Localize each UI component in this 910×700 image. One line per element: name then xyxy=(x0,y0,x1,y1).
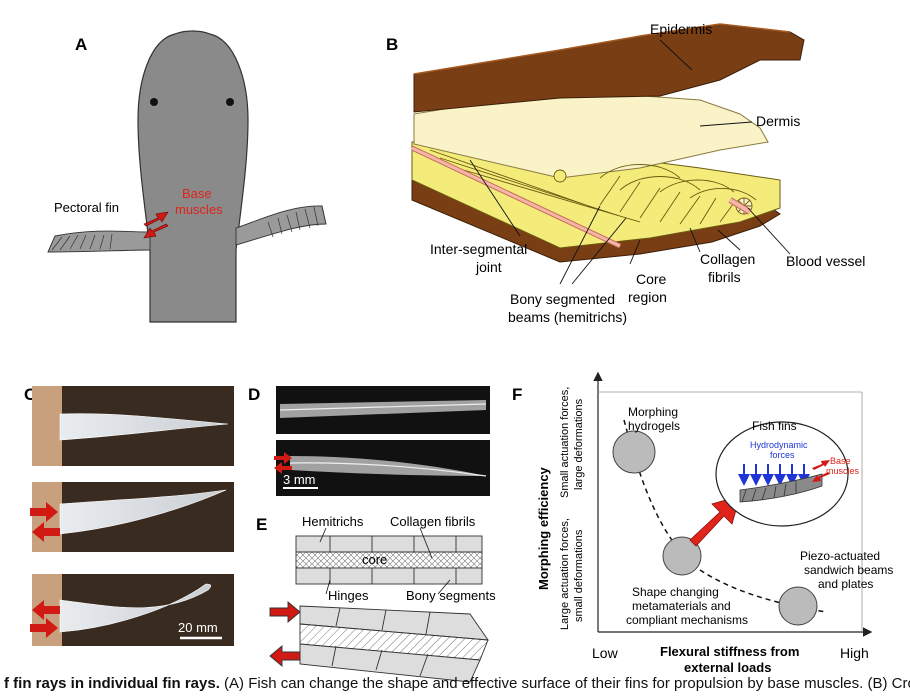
c3-arrow-right xyxy=(30,618,58,638)
meta-label-1: Shape changing xyxy=(632,585,719,599)
dermis-label: Dermis xyxy=(756,113,800,129)
panel-a: A Pectoral fin Base muscles xyxy=(47,30,327,323)
d-arrow-right xyxy=(274,452,292,464)
beams-label-2: beams (hemitrichs) xyxy=(508,309,627,325)
right-pectoral-fin xyxy=(235,205,327,246)
figure-caption: f fin rays in individual fin rays. (A) F… xyxy=(4,675,910,692)
c2-arrow-left xyxy=(32,522,60,542)
inset-fin xyxy=(739,473,823,503)
panel-e-letter: E xyxy=(256,515,267,534)
y-bot-label-1: Large actuation forces, xyxy=(559,518,571,630)
collagen-label-2: fibrils xyxy=(708,269,741,285)
bony-segments-label: Bony segments xyxy=(406,588,496,603)
hydrogels-label-2: hydrogels xyxy=(628,419,680,433)
photo-c-1 xyxy=(32,386,234,466)
caption-text: (A) Fish can change the shape and effect… xyxy=(219,675,910,692)
collagen-fibrils-label: Collagen fibrils xyxy=(390,514,476,529)
panel-f-letter: F xyxy=(512,385,522,404)
piezo-label-1: Piezo-actuated xyxy=(800,549,880,563)
xray-d-1 xyxy=(276,386,490,434)
scale-label-c: 20 mm xyxy=(178,620,218,635)
panel-a-letter: A xyxy=(75,35,87,54)
fish-body xyxy=(137,30,249,323)
left-eye-icon xyxy=(150,98,158,106)
meta-label-3: compliant mechanisms xyxy=(626,613,748,627)
c3-arrow-left xyxy=(32,600,60,620)
y-axis-title: Morphing efficiency xyxy=(536,466,551,590)
d-arrow-left xyxy=(274,462,292,474)
hydro-label-2: forces xyxy=(770,450,795,460)
x-axis-title-2: external loads xyxy=(684,660,771,675)
panel-f: F Morphing efficiency Small actuation fo… xyxy=(512,371,893,675)
y-bot-label-2: small deformations xyxy=(573,529,585,622)
epidermis-label: Epidermis xyxy=(650,21,712,37)
panel-d-letter: D xyxy=(248,385,260,404)
y-top-label-2: large deformations xyxy=(573,398,585,490)
y-top-label-1: Small actuation forces, xyxy=(559,387,571,498)
photo-c-3: 20 mm xyxy=(30,574,234,646)
inset-arrow-2 xyxy=(812,472,830,482)
pectoral-fin-label: Pectoral fin xyxy=(54,200,119,215)
hydrogels-marker xyxy=(612,430,656,474)
hydro-force-arrows xyxy=(738,464,810,486)
fish-fins-label: Fish fins xyxy=(752,419,797,433)
hydro-label-1: Hydrodynamic xyxy=(750,440,808,450)
xray-d-2: 3 mm xyxy=(274,440,490,496)
caption-bold: f fin rays in individual fin rays. xyxy=(4,675,220,692)
x-high-label: High xyxy=(840,645,869,661)
dermis-layer xyxy=(413,89,769,179)
core-label: core xyxy=(362,552,387,567)
hemitrichs-label: Hemitrichs xyxy=(302,514,364,529)
straight-ray xyxy=(295,535,483,585)
inset-muscles-label: muscles xyxy=(826,466,860,476)
e-arrow-right xyxy=(269,601,301,623)
hinges-label: Hinges xyxy=(328,588,369,603)
collagen-label-1: Collagen xyxy=(700,251,755,267)
panel-b-letter: B xyxy=(386,35,398,54)
meta-label-2: metamaterials and xyxy=(632,599,731,613)
panel-c: C 20 mm xyxy=(24,385,234,646)
core-label-2: region xyxy=(628,289,667,305)
beams-label-1: Bony segmented xyxy=(510,291,615,307)
muscle-arrow-1 xyxy=(143,211,169,227)
e-arrow-left xyxy=(269,645,301,667)
left-pectoral-fin xyxy=(47,230,151,253)
piezo-marker xyxy=(778,586,818,626)
core-label-1: Core xyxy=(636,271,667,287)
right-eye-icon xyxy=(226,98,234,106)
metamaterials-marker xyxy=(662,536,702,576)
scale-label-d: 3 mm xyxy=(283,472,316,487)
inset-arrow-1 xyxy=(812,460,830,470)
c2-arrow-right xyxy=(30,502,58,522)
x-axis-title-1: Flexural stiffness from xyxy=(660,644,799,659)
x-low-label: Low xyxy=(592,645,619,661)
hydrogels-label-1: Morphing xyxy=(628,405,678,419)
panel-d: D 3 mm xyxy=(248,385,490,496)
inset-base-label: Base xyxy=(830,456,851,466)
joint-label-2: joint xyxy=(475,259,502,275)
panel-e: E Hemitrichs Collagen fibrils core Hinge… xyxy=(256,514,496,683)
muscle-arrow-2 xyxy=(143,223,169,239)
base-muscles-label-2: muscles xyxy=(175,202,223,217)
piezo-label-3: and plates xyxy=(818,577,873,591)
base-muscles-label-1: Base xyxy=(182,186,212,201)
bent-ray xyxy=(269,601,489,683)
piezo-label-2: sandwich beams xyxy=(804,563,893,577)
panel-b: B xyxy=(386,21,865,325)
photo-c-2 xyxy=(30,482,234,552)
blood-vessel-label: Blood vessel xyxy=(786,253,865,269)
joint-label-1: Inter-segmental xyxy=(430,241,527,257)
